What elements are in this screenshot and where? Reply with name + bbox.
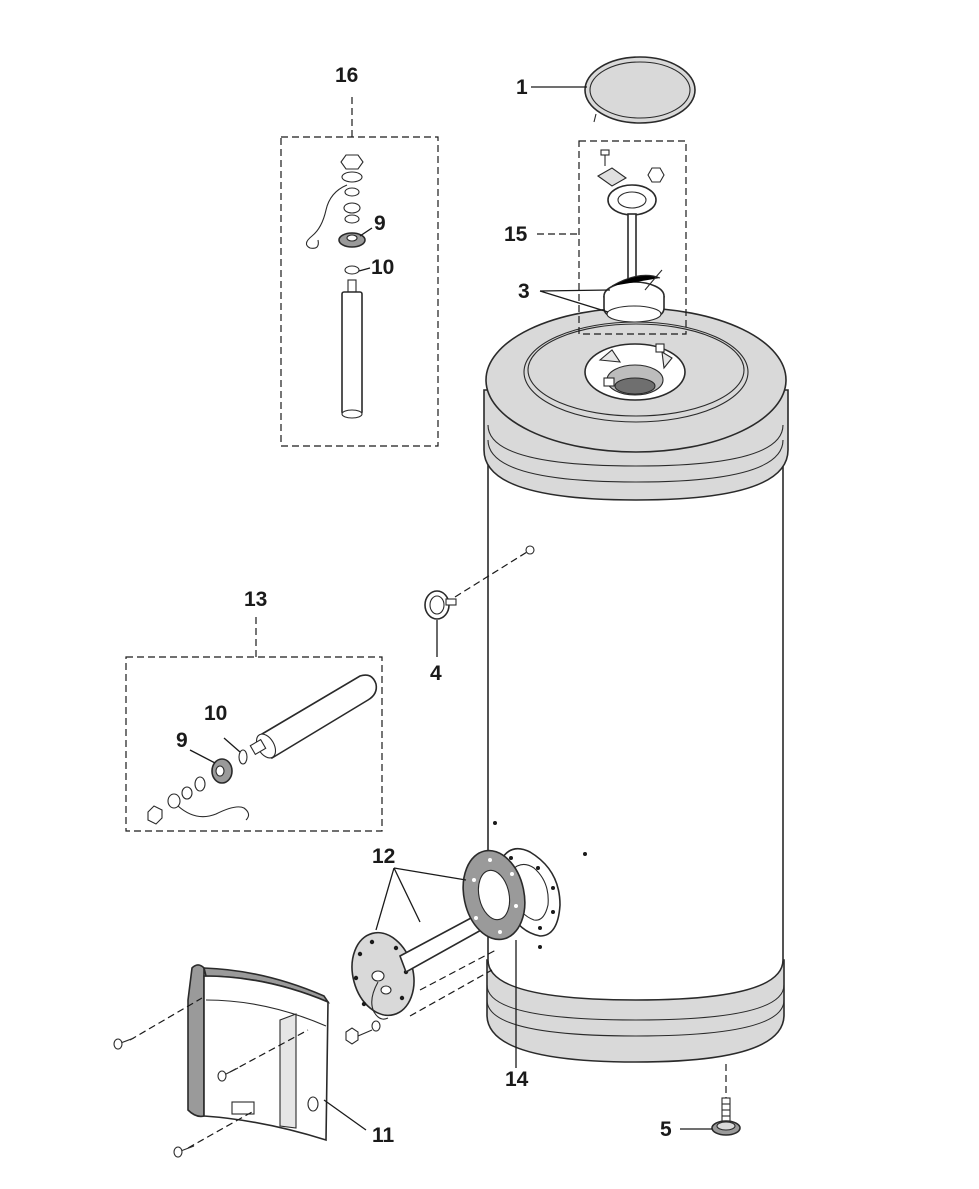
part-16-top-anode-kit: 16 9 10 bbox=[280, 64, 439, 447]
part-11-access-cover: 11 bbox=[113, 964, 395, 1158]
callout-13: 13 bbox=[244, 588, 267, 611]
callout-5: 5 bbox=[660, 1118, 672, 1141]
callout-4: 4 bbox=[430, 662, 442, 685]
part-4-drain-valve: 4 bbox=[424, 545, 535, 685]
callout-9-left: 9 bbox=[176, 729, 188, 752]
callout-11: 11 bbox=[372, 1124, 395, 1147]
callout-15: 15 bbox=[504, 223, 528, 246]
part-1-top-cap: 1 bbox=[516, 56, 696, 124]
callout-1: 1 bbox=[516, 76, 528, 99]
callout-10-left: 10 bbox=[204, 702, 227, 725]
part-12-lower-element bbox=[345, 908, 497, 1045]
part-15-upper-element-kit: 15 3 bbox=[504, 140, 687, 335]
callout-3: 3 bbox=[518, 280, 530, 303]
tank-body bbox=[483, 307, 789, 1063]
part-5-leveling-leg: 5 bbox=[660, 1064, 741, 1141]
callout-10-top: 10 bbox=[371, 256, 394, 279]
callout-12: 12 bbox=[372, 845, 395, 868]
callout-14: 14 bbox=[505, 1068, 529, 1091]
callout-16: 16 bbox=[335, 64, 358, 87]
callout-9-top: 9 bbox=[374, 212, 386, 235]
part-14-gasket: 12 14 bbox=[372, 845, 529, 1091]
part-13-side-anode-kit: 13 10 9 bbox=[125, 588, 383, 832]
